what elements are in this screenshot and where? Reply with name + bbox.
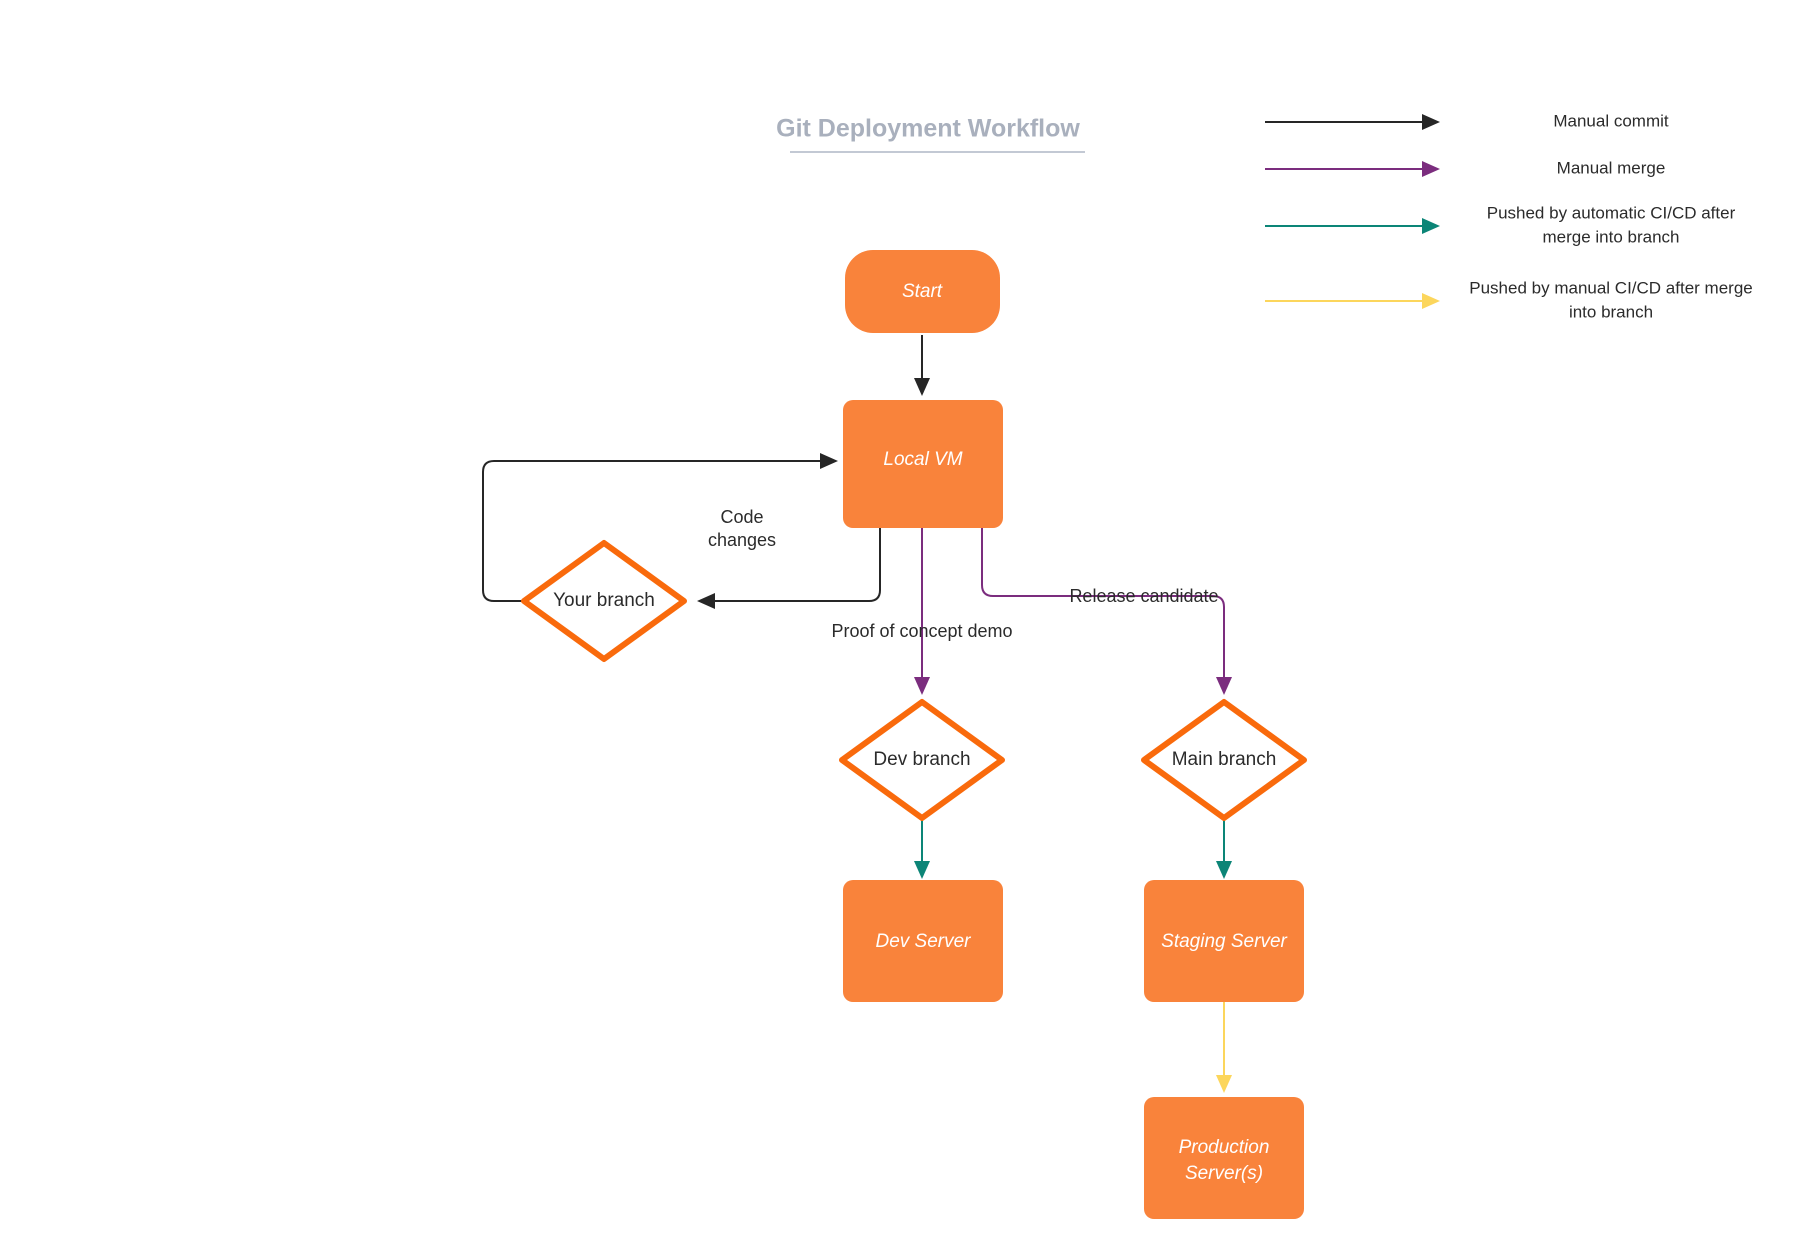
- legend: Manual commit Manual merge Pushed by aut…: [1265, 111, 1753, 321]
- node-main-branch-label: Main branch: [1172, 749, 1277, 770]
- node-staging-server-label: Staging Server: [1161, 931, 1287, 952]
- edge-label-code-changes-line2: changes: [708, 530, 776, 550]
- legend-item-manual-commit: Manual commit: [1265, 111, 1669, 130]
- legend-label-automatic-cicd-line1: Pushed by automatic CI/CD after: [1487, 203, 1736, 222]
- legend-item-manual-merge: Manual merge: [1265, 158, 1665, 177]
- node-main-branch-shape: [1141, 699, 1307, 821]
- node-start-shape: [845, 250, 1000, 333]
- node-local-vm[interactable]: Local VM: [843, 400, 1003, 528]
- node-production-server[interactable]: Production Server(s): [1144, 1097, 1304, 1219]
- edge-label-proof-of-concept: Proof of concept demo: [831, 621, 1012, 641]
- edge-your-branch-to-local-vm: [482, 453, 838, 602]
- node-your-branch[interactable]: Your branch: [521, 540, 687, 662]
- node-production-server-label-line2: Server(s): [1185, 1163, 1263, 1184]
- page-title-text: Git Deployment Workflow: [776, 115, 1080, 143]
- edge-local-vm-to-your-branch: [697, 528, 881, 609]
- node-production-server-label-line1: Production: [1179, 1137, 1270, 1158]
- node-start-label: Start: [902, 281, 943, 302]
- node-main-branch[interactable]: Main branch: [1141, 699, 1307, 821]
- node-your-branch-shape: [521, 540, 687, 662]
- node-staging-server[interactable]: Staging Server: [1144, 880, 1304, 1002]
- legend-label-automatic-cicd-line2: merge into branch: [1542, 227, 1679, 246]
- legend-label-manual-commit: Manual commit: [1553, 111, 1669, 130]
- node-local-vm-label: Local VM: [883, 449, 962, 470]
- legend-label-manual-cicd-line1: Pushed by manual CI/CD after merge: [1469, 278, 1752, 297]
- node-dev-branch-label: Dev branch: [873, 749, 970, 770]
- edge-local-vm-to-main-branch: [981, 528, 1232, 695]
- edge-label-code-changes: Code changes: [708, 507, 776, 550]
- node-production-server-shape: [1144, 1097, 1304, 1219]
- node-dev-server[interactable]: Dev Server: [843, 880, 1003, 1002]
- page-title: Git Deployment Workflow: [776, 115, 1085, 153]
- node-dev-server-shape: [843, 880, 1003, 1002]
- node-start[interactable]: Start: [845, 250, 1000, 333]
- node-dev-branch[interactable]: Dev branch: [839, 699, 1005, 821]
- legend-label-manual-cicd-line2: into branch: [1569, 302, 1653, 321]
- legend-item-automatic-cicd: Pushed by automatic CI/CD after merge in…: [1265, 203, 1736, 246]
- edge-label-release-candidate: Release candidate: [1069, 586, 1218, 606]
- node-your-branch-label: Your branch: [553, 590, 655, 611]
- node-dev-server-label: Dev Server: [875, 931, 971, 952]
- node-local-vm-shape: [843, 400, 1003, 528]
- node-staging-server-shape: [1144, 880, 1304, 1002]
- legend-label-manual-merge: Manual merge: [1557, 158, 1666, 177]
- legend-item-manual-cicd: Pushed by manual CI/CD after merge into …: [1265, 278, 1753, 321]
- node-dev-branch-shape: [839, 699, 1005, 821]
- edge-label-code-changes-line1: Code: [720, 507, 763, 527]
